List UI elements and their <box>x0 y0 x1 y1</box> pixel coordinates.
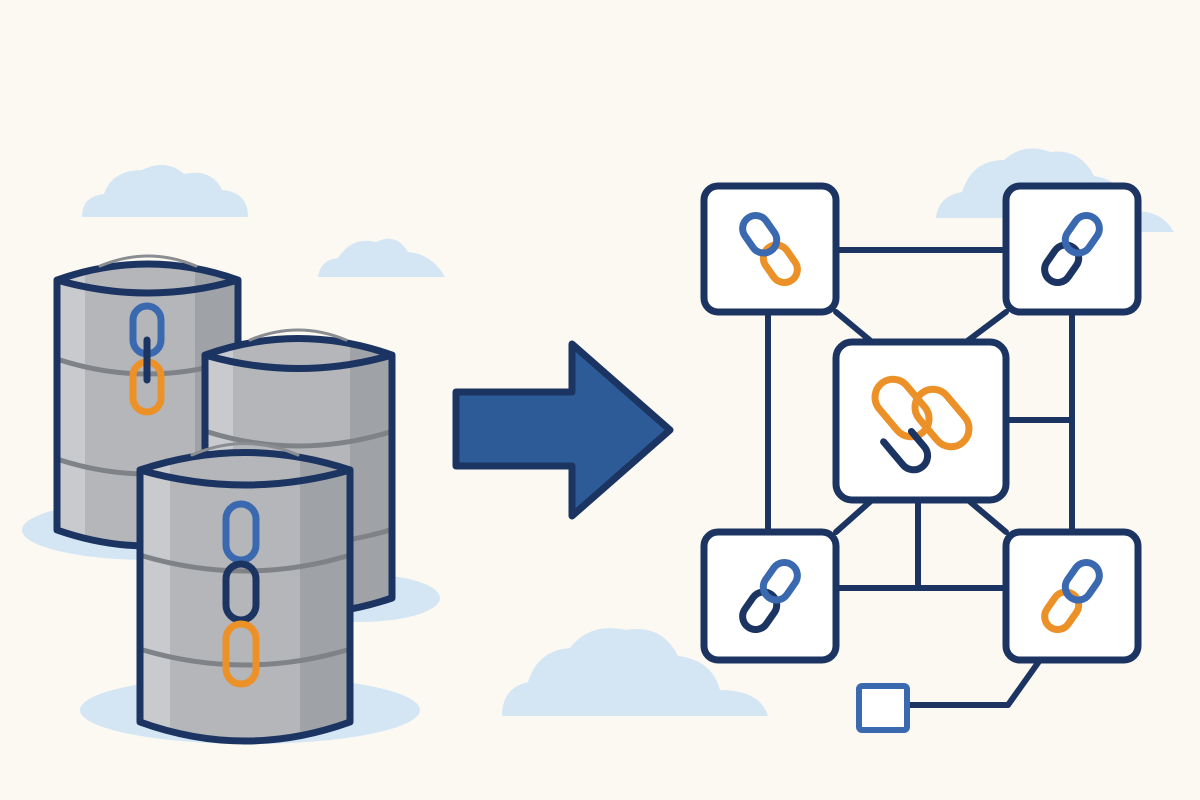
chain-link-icon <box>739 559 801 633</box>
chain-link-icon <box>222 500 260 688</box>
right-arrow-icon <box>452 340 674 520</box>
interlocked-chain-icon <box>871 375 973 474</box>
chain-link-icon <box>1041 212 1103 286</box>
network-node-top-right <box>1002 182 1142 316</box>
chain-link-icon <box>1041 559 1103 633</box>
network-hub <box>832 338 1010 504</box>
chain-link-icon <box>739 212 801 286</box>
database-barrels-icon <box>53 254 396 745</box>
network-node-bottom-left <box>700 528 840 664</box>
network-connectors <box>765 247 1075 708</box>
chain-link-icon <box>129 302 165 416</box>
cloud-bottom-middle <box>502 628 768 716</box>
barrel-front <box>136 442 354 745</box>
linked-node-network-icon <box>700 182 1142 733</box>
square-terminal-icon <box>856 683 910 733</box>
cloud-top-left <box>82 164 248 217</box>
network-node-bottom-right <box>1002 528 1142 664</box>
network-node-top-left <box>700 182 840 316</box>
cloud-small-left <box>318 238 445 277</box>
